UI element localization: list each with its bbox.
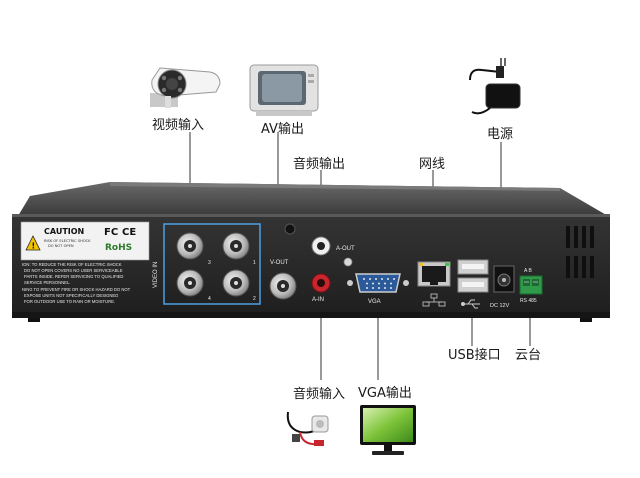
rs485-ab-label: A B	[524, 268, 532, 274]
rs485-terminal[interactable]	[519, 275, 543, 295]
dc-power-jack[interactable]	[493, 265, 515, 293]
svg-text:DO NOT OPEN COVERS NO USER SER: DO NOT OPEN COVERS NO USER SERVICEABLE	[24, 268, 123, 273]
bnc-input-ch4[interactable]	[176, 269, 204, 297]
svg-text:!: !	[32, 242, 36, 251]
dc-label: DC 12V	[490, 303, 510, 309]
svg-text:SERVICE PERSONNEL.: SERVICE PERSONNEL.	[24, 280, 70, 285]
usb-ports[interactable]	[457, 259, 489, 293]
caution-subtitle-2: DO NOT OPEN	[48, 244, 74, 248]
video-in-highlight-box	[163, 223, 261, 305]
caution-sticker: ! CAUTION RISK OF ELECTRIC SHOCK DO NOT …	[20, 221, 150, 261]
ce-mark: CE	[122, 227, 136, 238]
label-usb: USB接口	[448, 348, 501, 363]
svg-text:NING TO PREVENT FIRE OR SHOCK: NING TO PREVENT FIRE OR SHOCK HAZARD DO …	[22, 287, 131, 292]
v-out-label: V-OUT	[270, 260, 289, 266]
ch-num-3: 3	[208, 260, 211, 266]
svg-text:ION: TO REDUCE THE RISK OF ELE: ION: TO REDUCE THE RISK OF ELECTRIC SHOC…	[22, 262, 122, 267]
ch-num-1: 1	[253, 260, 256, 266]
rs485-label: RS 485	[520, 298, 537, 304]
warning-text: ION: TO REDUCE THE RISK OF ELECTRIC SHOC…	[22, 262, 131, 304]
vga-port[interactable]	[347, 273, 409, 293]
hazard-triangle-icon	[25, 235, 41, 251]
lcd-monitor-icon	[360, 405, 416, 455]
network-symbol-icon	[422, 293, 446, 307]
label-power: 电源	[487, 127, 514, 142]
crt-tv-icon	[249, 64, 319, 116]
dvr-top-surface	[18, 182, 608, 216]
svg-text:FOR OUTDOOR USE TO RAIN OR MOI: FOR OUTDOOR USE TO RAIN OR MOISTURE.	[24, 299, 115, 304]
dvr-device: ! CAUTION RISK OF ELECTRIC SHOCK DO NOT …	[12, 182, 610, 322]
bnc-video-inputs: 3 1 4 2	[176, 232, 256, 302]
rca-audio-input[interactable]	[311, 273, 331, 293]
svg-text:EXPOSE UNITS NOT SPECIFICALLY: EXPOSE UNITS NOT SPECIFICALLY DESIGNED	[24, 293, 118, 298]
a-out-label: A-OUT	[336, 246, 355, 252]
ch-num-4: 4	[208, 296, 211, 302]
usb-icon	[461, 299, 480, 309]
bnc-input-ch2[interactable]	[222, 269, 250, 297]
vent-slots	[566, 226, 594, 278]
rca-audio-output[interactable]	[311, 236, 331, 256]
bnc-video-output[interactable]	[269, 272, 297, 300]
caution-subtitle: RISK OF ELECTRIC SHOCK	[44, 239, 91, 243]
label-ptz: 云台	[515, 348, 542, 363]
label-video-in: 视频输入	[152, 118, 205, 133]
cctv-camera-icon	[150, 67, 221, 108]
bnc-input-ch3[interactable]	[176, 232, 204, 260]
bnc-input-ch1[interactable]	[222, 232, 250, 260]
microphone-icon	[286, 411, 329, 446]
screw-icon	[343, 257, 353, 267]
ch-num-2: 2	[253, 296, 256, 302]
power-adapter-icon	[469, 58, 521, 115]
label-av-out: AV输出	[261, 122, 304, 137]
caution-title: CAUTION	[44, 227, 84, 236]
rohs-mark: RoHS	[105, 243, 132, 253]
a-in-label: A-IN	[312, 297, 324, 303]
svg-text:PARTS INSIDE. REFER SERVICING: PARTS INSIDE. REFER SERVICING TO QUALIFI…	[24, 274, 123, 279]
fc-mark: FC	[104, 227, 118, 238]
label-audio-in: 音频输入	[293, 387, 346, 402]
label-vga-out: VGA输出	[358, 386, 412, 401]
label-audio-out: 音频输出	[293, 157, 346, 172]
vga-label: VGA	[368, 299, 381, 305]
ground-screw-icon	[284, 223, 296, 235]
rj45-network-port[interactable]	[417, 261, 451, 287]
video-in-vertical-label: VIDEO IN	[153, 262, 159, 288]
label-network: 网线	[419, 157, 446, 172]
